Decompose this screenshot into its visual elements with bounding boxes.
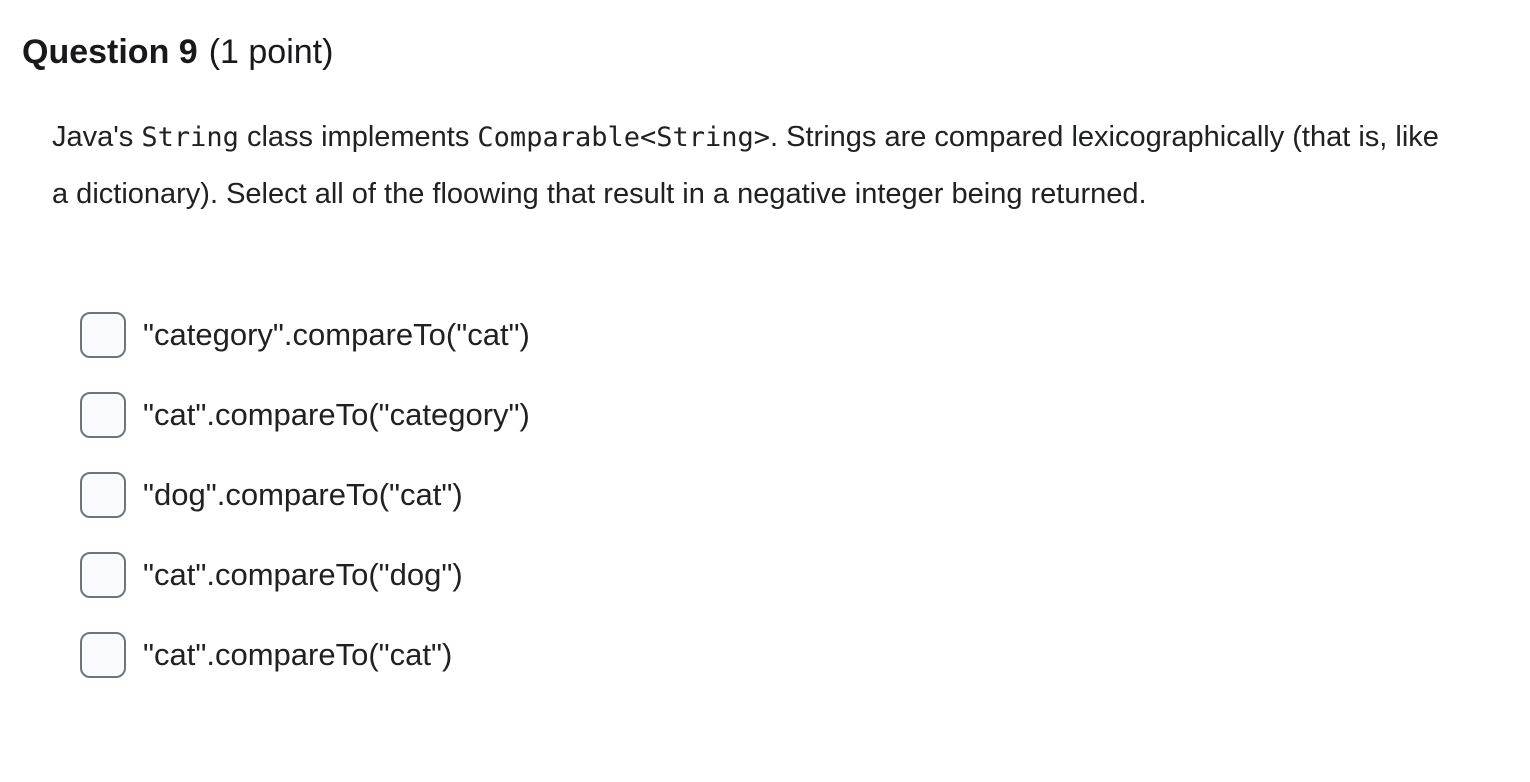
answer-option-row[interactable]: "category".compareTo("cat") — [80, 311, 1490, 358]
question-prompt: Java's String class implements Comparabl… — [52, 109, 1457, 222]
answer-option-row[interactable]: "cat".compareTo("cat") — [80, 631, 1490, 678]
answer-option-label[interactable]: "category".compareTo("cat") — [143, 317, 530, 353]
question-points: (1 point) — [208, 33, 334, 71]
answer-checkbox[interactable] — [80, 631, 126, 678]
prompt-text-segment: . Strings are compared lexicographically… — [52, 120, 1439, 210]
answer-option-label[interactable]: "cat".compareTo("dog") — [143, 557, 463, 593]
answer-option-label[interactable]: "dog".compareTo("cat") — [143, 477, 463, 513]
answer-option-label[interactable]: "cat".compareTo("cat") — [143, 637, 453, 673]
question-header: Question 9 (1 point) — [22, 32, 1490, 73]
prompt-code-segment: String — [141, 121, 239, 153]
prompt-code-segment: Comparable<String> — [477, 121, 771, 153]
answer-checkbox[interactable] — [80, 311, 126, 358]
answer-option-row[interactable]: "cat".compareTo("category") — [80, 391, 1490, 438]
quiz-question-page: Question 9 (1 point) Java's String class … — [22, 32, 1490, 678]
answer-options-list: "category".compareTo("cat") "cat".compar… — [80, 311, 1490, 678]
answer-option-row[interactable]: "dog".compareTo("cat") — [80, 471, 1490, 518]
answer-option-label[interactable]: "cat".compareTo("category") — [143, 397, 530, 433]
answer-checkbox[interactable] — [80, 551, 126, 598]
prompt-text-segment: class implements — [238, 120, 478, 153]
answer-checkbox[interactable] — [80, 471, 126, 518]
answer-option-row[interactable]: "cat".compareTo("dog") — [80, 551, 1490, 598]
prompt-text-segment: Java's — [52, 120, 142, 153]
answer-checkbox[interactable] — [80, 391, 126, 438]
question-number: Question 9 — [22, 33, 198, 71]
